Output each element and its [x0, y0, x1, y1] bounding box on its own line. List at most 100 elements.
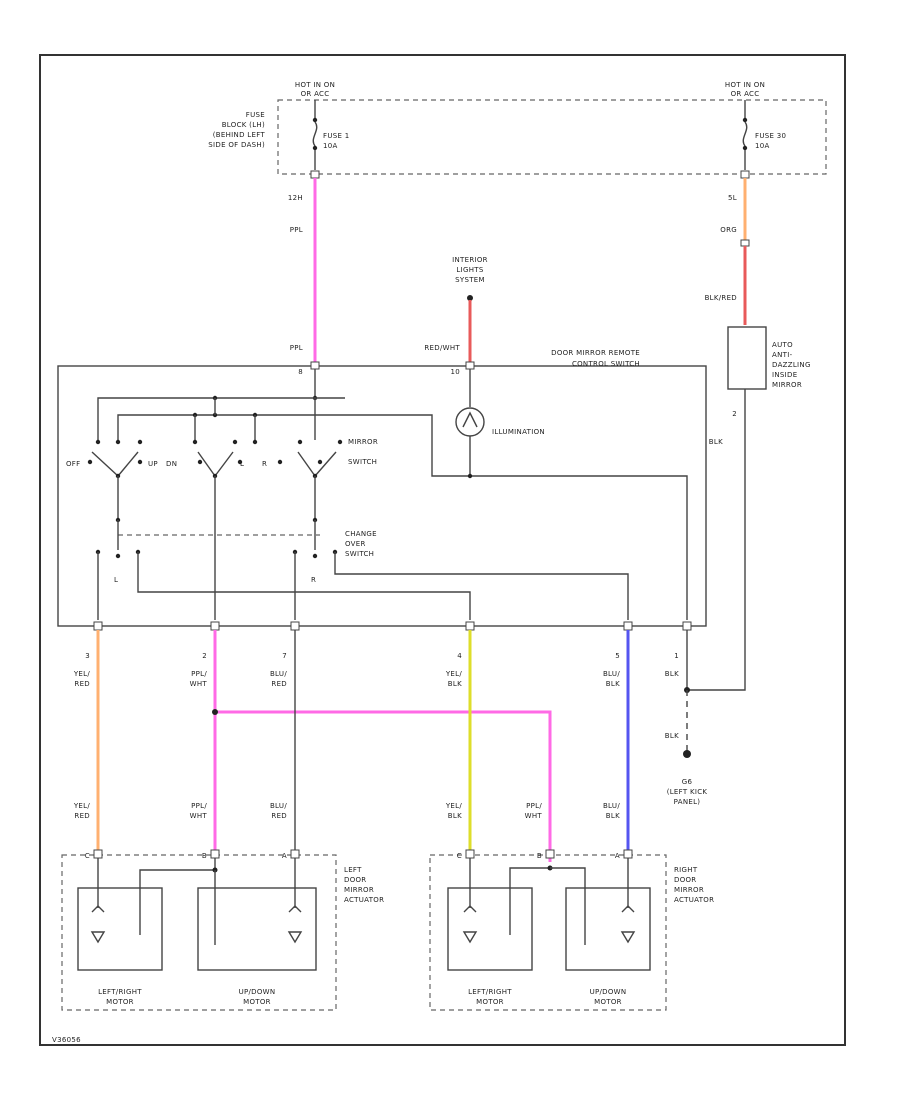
changeover-label-1: CHANGE: [345, 530, 377, 538]
svg-text:RED: RED: [271, 680, 287, 688]
switch-pin-10-label: 10: [450, 368, 460, 376]
left-lr-motor-label-1: LEFT/RIGHT: [98, 988, 142, 996]
auto-mirror-label: AUTO ANTI- DAZZLING INSIDE MIRROR: [772, 341, 811, 389]
ppl-wht-branch: [215, 710, 552, 862]
mirror-switch-label-1: MIRROR: [348, 438, 378, 446]
interior-lights-connector: [467, 295, 473, 301]
svg-text:RED: RED: [74, 812, 90, 820]
left-ud-motor-box: [197, 887, 317, 971]
changeover-label-3: SWITCH: [345, 550, 374, 558]
fuse-block-label: FUSE BLOCK (LH) (BEHIND LEFT SIDE OF DAS…: [208, 111, 265, 149]
mirror-blk-label: BLK: [709, 438, 723, 446]
diagram-frame: [39, 54, 846, 1046]
svg-text:YEL/: YEL/: [73, 670, 90, 678]
switch-r-label: R: [262, 460, 267, 468]
lower-wire-labels: YEL/ RED PPL/ WHT BLU/ RED YEL/ BLK PPL/…: [73, 802, 620, 820]
svg-text:A: A: [282, 852, 287, 860]
auto-dazzling-mirror-box: [727, 326, 767, 390]
svg-text:SIDE OF DASH): SIDE OF DASH): [208, 141, 265, 149]
svg-text:BLK: BLK: [665, 670, 679, 678]
mirror-switch-label-2: SWITCH: [348, 458, 377, 466]
changeover-l-label: L: [114, 576, 118, 584]
svg-text:BLK: BLK: [606, 680, 620, 688]
svg-text:BLU/: BLU/: [270, 670, 287, 678]
switch-pin-10: [465, 361, 475, 370]
svg-text:BLU/: BLU/: [603, 670, 620, 678]
left-hot-label-2: OR ACC: [301, 90, 330, 98]
svg-text:BLU/: BLU/: [603, 802, 620, 810]
svg-text:C: C: [457, 852, 462, 860]
svg-text:A: A: [615, 852, 620, 860]
svg-text:DAZZLING: DAZZLING: [772, 361, 811, 369]
svg-text:BLK: BLK: [448, 812, 462, 820]
fuse-30-symbol: [742, 100, 748, 170]
ppl-wht-splice: [212, 709, 218, 715]
mirror-switch-contacts: [87, 439, 343, 479]
switch-off-label: OFF: [66, 460, 80, 468]
org-connector: [740, 239, 750, 247]
svg-text:BLOCK (LH): BLOCK (LH): [222, 121, 265, 129]
ground-id: G6: [682, 778, 693, 786]
right-lr-motor-box: [447, 887, 533, 971]
svg-text:7: 7: [282, 652, 287, 660]
switch-bus-upper: [97, 397, 345, 440]
svg-text:PPL/: PPL/: [191, 670, 207, 678]
svg-text:WHT: WHT: [190, 680, 208, 688]
diagram-code: V36056: [52, 1036, 81, 1044]
ground-location-1: (LEFT KICK: [667, 788, 708, 796]
switch-box-title-2: CONTROL SWITCH: [572, 360, 640, 368]
svg-text:LEFT: LEFT: [344, 866, 362, 874]
fuse-30-name: FUSE 30: [755, 132, 786, 140]
svg-text:RED: RED: [271, 812, 287, 820]
left-lr-motor-symbol: [90, 905, 106, 944]
switch-box-title-1: DOOR MIRROR REMOTE: [551, 349, 640, 357]
fuse-1-amp: 10A: [323, 142, 338, 150]
switch-dn-label: DN: [166, 460, 177, 468]
svg-text:ACTUATOR: ACTUATOR: [674, 896, 714, 904]
fuse-1-pin-label: 12H: [288, 194, 303, 202]
svg-text:INSIDE: INSIDE: [772, 371, 797, 379]
svg-text:RIGHT: RIGHT: [674, 866, 698, 874]
svg-text:C: C: [85, 852, 90, 860]
right-ud-motor-box: [565, 887, 651, 971]
left-ud-motor-label-2: MOTOR: [243, 998, 271, 1006]
left-lr-motor-label-2: MOTOR: [106, 998, 134, 1006]
svg-text:YEL/: YEL/: [73, 802, 90, 810]
left-ud-motor-label-1: UP/DOWN: [239, 988, 276, 996]
illumination-label: ILLUMINATION: [492, 428, 545, 436]
svg-text:SYSTEM: SYSTEM: [455, 276, 485, 284]
right-hot-label-2: OR ACC: [731, 90, 760, 98]
svg-text:(BEHIND LEFT: (BEHIND LEFT: [213, 131, 266, 139]
fuse-block-boundary: [277, 99, 827, 175]
blk-red-wire-label: BLK/RED: [705, 294, 737, 302]
svg-text:5: 5: [615, 652, 620, 660]
svg-text:DOOR: DOOR: [674, 876, 696, 884]
mirror-ground-wire: [687, 389, 746, 691]
right-hot-label: HOT IN ON: [725, 81, 765, 89]
svg-text:MIRROR: MIRROR: [674, 886, 704, 894]
ppl-wire-label: PPL: [290, 226, 303, 234]
switch-up-label: UP: [148, 460, 158, 468]
changeover-r-label: R: [311, 576, 316, 584]
left-ud-motor-symbol: [287, 905, 303, 944]
ppl-wire-label-2: PPL: [290, 344, 303, 352]
fuse-30-pin-label: 5L: [728, 194, 737, 202]
svg-text:YEL/: YEL/: [445, 802, 462, 810]
changeover-contacts: [95, 549, 338, 559]
svg-text:B: B: [537, 852, 542, 860]
svg-text:4: 4: [457, 652, 462, 660]
svg-text:BLU/: BLU/: [270, 802, 287, 810]
svg-text:ACTUATOR: ACTUATOR: [344, 896, 384, 904]
changeover-label-2: OVER: [345, 540, 366, 548]
org-wire-label: ORG: [720, 226, 737, 234]
left-actuator-label: LEFT DOOR MIRROR ACTUATOR: [344, 866, 384, 904]
switch-bottom-pins: [93, 621, 692, 631]
right-ud-motor-label-2: MOTOR: [594, 998, 622, 1006]
right-ud-motor-symbol: [620, 905, 636, 944]
fuse-1-terminal: [310, 170, 320, 179]
red-wht-wire-label: RED/WHT: [424, 344, 460, 352]
svg-text:BLK: BLK: [448, 680, 462, 688]
right-lr-motor-label-2: MOTOR: [476, 998, 504, 1006]
blk-lower-label: BLK: [665, 732, 679, 740]
